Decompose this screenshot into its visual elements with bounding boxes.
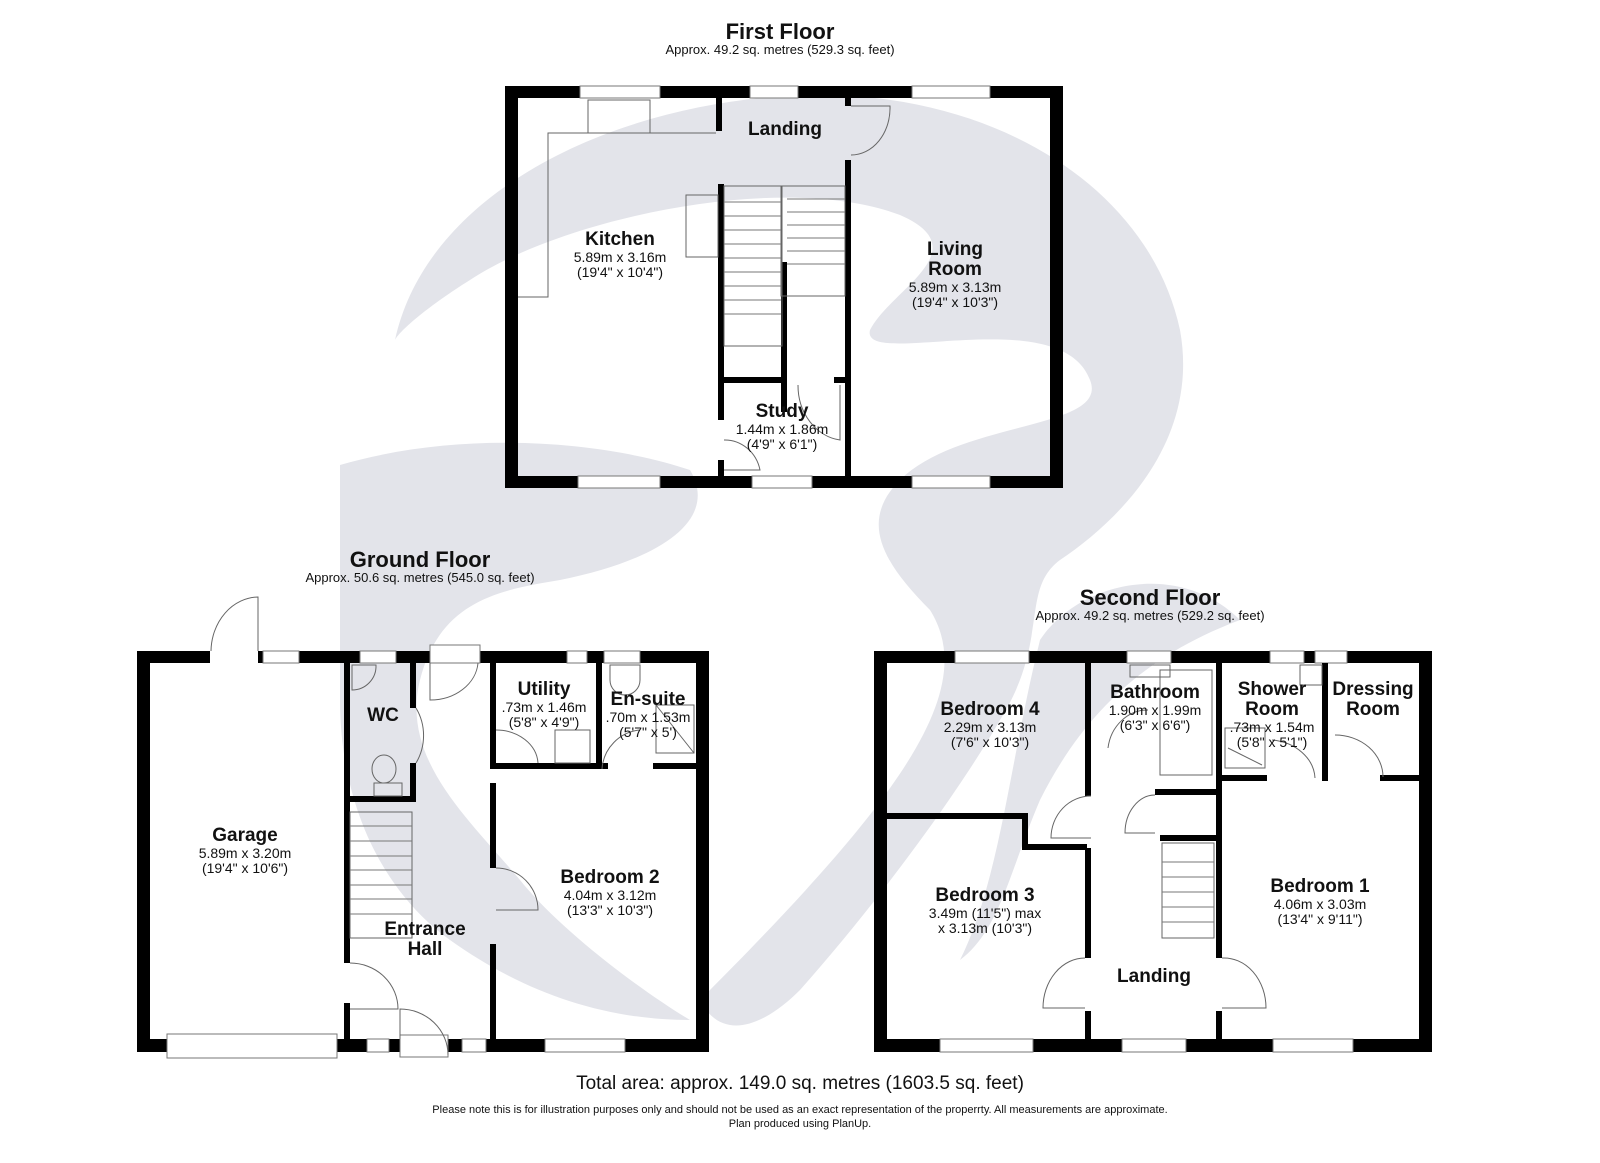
floor-title: Ground Floor [349,547,491,572]
room-label-utility: Utility .73m x 1.46m (5'8" x 4'9") [494,680,594,731]
first-floor-heading: First Floor Approx. 49.2 sq. metres (529… [660,20,900,57]
credit-text: Plan produced using PlanUp. [728,1118,872,1130]
room-name: Bathroom [1110,682,1200,703]
room-name-line1: Dressing [1332,679,1414,700]
room-dims-imperial: (5'8" x 4'9") [508,714,580,731]
room-name: Bedroom 1 [1270,876,1370,897]
room-label-bedroom-2: Bedroom 2 4.04m x 3.12m (13'3" x 10'3") [540,868,680,919]
room-name-line2: Hall [407,938,443,960]
room-label-wc: WC [360,706,406,726]
room-dims-imperial: (4'9" x 6'1") [746,436,818,453]
room-name: En-suite [610,689,686,710]
room-dims-metric: 4.04m x 3.12m [563,886,657,903]
room-label-dressing-room: Dressing Room [1326,680,1420,720]
room-label-bedroom-4: Bedroom 4 2.29m x 3.13m (7'6" x 10'3") [910,700,1070,751]
room-name: WC [367,705,399,726]
room-dims-imperial: (6'3" x 6'6") [1119,717,1191,734]
room-name-line1: Living [927,239,983,260]
room-label-first-landing: Landing [720,120,850,140]
room-label-second-landing: Landing [1094,967,1214,987]
room-dims-metric: .70m x 1.53m [605,708,691,725]
room-dims-line1: 3.49m (11'5") max [928,904,1042,921]
floor-area: Approx. 50.6 sq. metres (545.0 sq. feet) [305,570,535,586]
room-label-study: Study 1.44m x 1.86m (4'9" x 6'1") [722,402,842,453]
room-dims-metric: 5.89m x 3.16m [573,248,667,265]
room-dims-imperial: (19'4" x 10'3") [911,294,999,311]
room-label-living-room: Living Room 5.89m x 3.13m (19'4" x 10'3"… [885,240,1025,311]
room-dims-imperial: (13'3" x 10'3") [566,902,654,919]
floor-title: First Floor [725,19,835,44]
room-label-shower-room: Shower Room .73m x 1.54m (5'8" x 5'1") [1222,680,1322,751]
room-dims-line2: x 3.13m (10'3") [937,920,1032,937]
room-dims-imperial: (7'6" x 10'3") [950,734,1030,751]
room-dims-metric: 2.29m x 3.13m [943,718,1037,735]
first-floor-plan [505,85,1063,489]
room-name: Bedroom 3 [935,885,1035,906]
room-name-line1: Shower [1237,679,1307,700]
ground-floor-plan [137,596,709,1059]
room-dims-imperial: (5'7" x 5') [619,724,677,741]
room-dims-metric: .73m x 1.46m [501,698,587,715]
room-label-bedroom-1: Bedroom 1 4.06m x 3.03m (13'4" x 9'11") [1250,877,1390,928]
room-name: Study [755,401,809,422]
room-dims-metric: 5.89m x 3.13m [908,278,1002,295]
room-dims-metric: 4.06m x 3.03m [1273,895,1367,912]
room-name: Landing [748,119,822,140]
second-floor-plan [874,650,1432,1053]
room-label-kitchen: Kitchen 5.89m x 3.16m (19'4" x 10'4") [550,230,690,281]
room-name: Landing [1117,966,1191,987]
room-label-bedroom-3: Bedroom 3 3.49m (11'5") max x 3.13m (10'… [900,886,1070,937]
room-label-en-suite: En-suite .70m x 1.53m (5'7" x 5') [598,690,698,741]
room-dims-metric: 1.44m x 1.86m [735,420,829,437]
room-name-line2: Room [928,258,982,280]
room-dims-imperial: (13'4" x 9'11") [1277,911,1363,928]
room-dims-imperial: (19'4" x 10'6") [201,860,289,877]
room-label-bathroom: Bathroom 1.90m x 1.99m (6'3" x 6'6") [1095,683,1215,734]
room-name: Garage [212,825,278,846]
room-name: Kitchen [585,229,655,250]
room-dims-metric: .73m x 1.54m [1229,718,1315,735]
room-dims-imperial: (19'4" x 10'4") [576,264,664,281]
floor-area: Approx. 49.2 sq. metres (529.3 sq. feet) [665,42,895,58]
room-name: Utility [517,679,571,700]
room-dims-imperial: (5'8" x 5'1") [1236,734,1308,751]
room-name: Bedroom 2 [560,867,660,888]
room-name-line2: Room [1346,698,1400,720]
ground-floor-heading: Ground Floor Approx. 50.6 sq. metres (54… [280,548,560,585]
room-dims-metric: 5.89m x 3.20m [198,844,292,861]
room-name: Bedroom 4 [940,699,1040,720]
disclaimer-text: Please note this is for illustration pur… [432,1104,1168,1116]
room-label-entrance-hall: Entrance Hall [365,920,485,960]
room-label-garage: Garage 5.89m x 3.20m (19'4" x 10'6") [180,826,310,877]
room-name-line2: Room [1245,698,1299,720]
total-area: Total area: approx. 149.0 sq. metres (16… [576,1073,1024,1094]
room-dims-metric: 1.90m x 1.99m [1108,701,1202,718]
second-floor-heading: Second Floor Approx. 49.2 sq. metres (52… [1010,586,1290,623]
floor-title: Second Floor [1079,585,1221,610]
floor-area: Approx. 49.2 sq. metres (529.2 sq. feet) [1035,608,1265,624]
room-name-line1: Entrance [384,919,466,940]
